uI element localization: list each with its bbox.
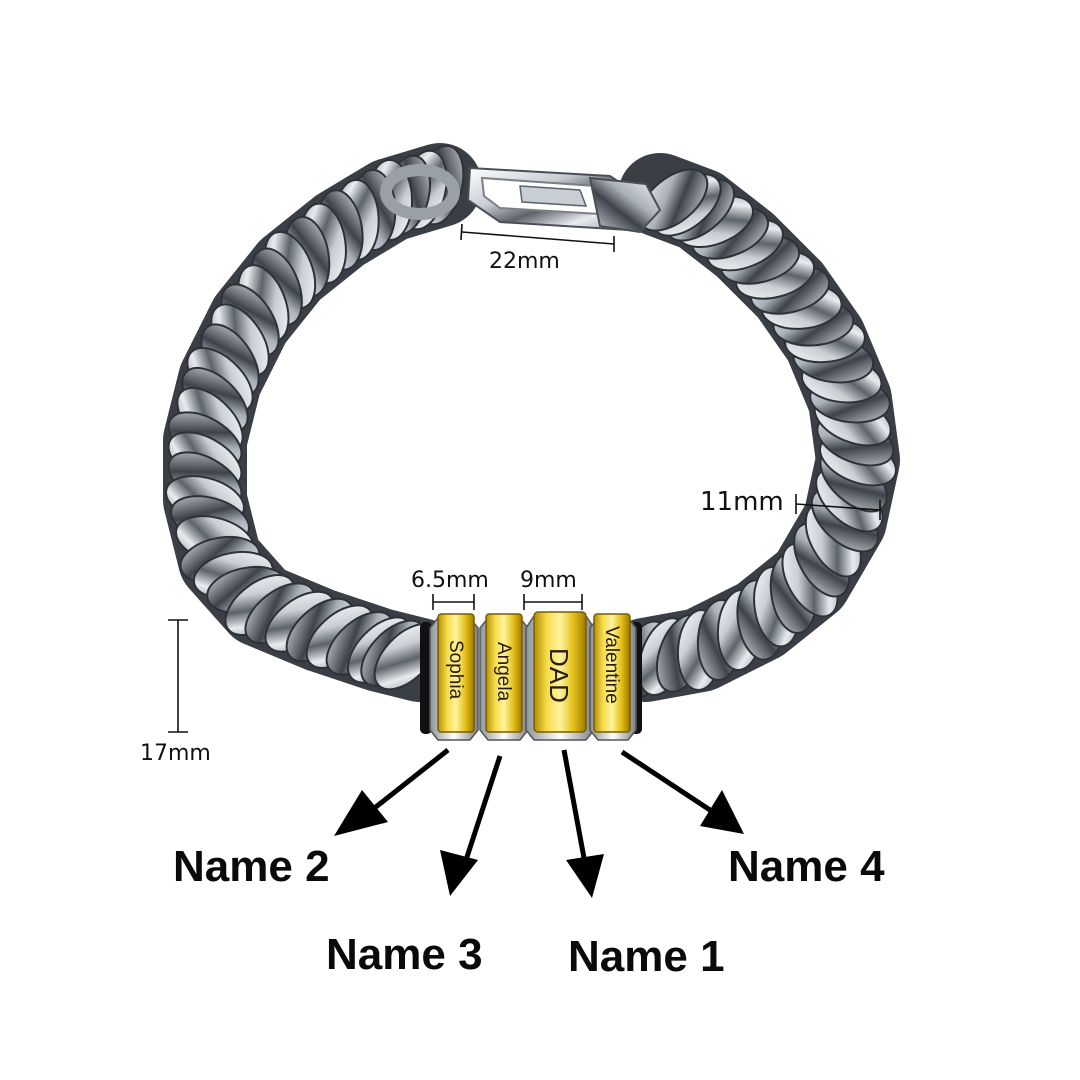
- large-bead-width-label: 9mm: [520, 568, 577, 593]
- large-bead-width-dimension: 9mm: [520, 568, 583, 610]
- small-bead-width-dimension: 6.5mm: [411, 568, 489, 610]
- name-1-label: Name 1: [568, 932, 725, 981]
- name-2-label: Name 2: [173, 842, 330, 891]
- name-3-label: Name 3: [326, 930, 483, 979]
- name-4-label: Name 4: [728, 842, 885, 891]
- chain-width-dimension: 11mm: [700, 487, 881, 520]
- bead-dad: DAD: [525, 611, 595, 741]
- arrow-name-3: [440, 755, 503, 896]
- arrow-name-1: [561, 749, 604, 898]
- bead-angela: Angela: [479, 613, 529, 741]
- clasp-width-label: 22mm: [489, 249, 560, 274]
- clasp-width-dimension: 22mm: [460, 223, 615, 274]
- bead-sophia: Sophia: [429, 613, 479, 741]
- clasp: [466, 166, 662, 234]
- bead-dad-text: DAD: [544, 648, 574, 703]
- bead-height-dimension: 17mm: [140, 619, 211, 766]
- chain-width-label: 11mm: [700, 487, 784, 517]
- bead-sophia-text: Sophia: [445, 640, 466, 700]
- arrow-name-4: [620, 749, 744, 834]
- curb-chain: [163, 143, 900, 702]
- bead-valentine: Valentine: [589, 613, 637, 741]
- end-link: [380, 164, 460, 220]
- small-bead-width-label: 6.5mm: [411, 568, 489, 593]
- arrow-name-2: [334, 748, 450, 836]
- bead-valentine-text: Valentine: [601, 626, 622, 704]
- rubber-stopper-left: [420, 622, 432, 734]
- bead-angela-text: Angela: [493, 642, 514, 702]
- bead-height-label: 17mm: [140, 741, 211, 766]
